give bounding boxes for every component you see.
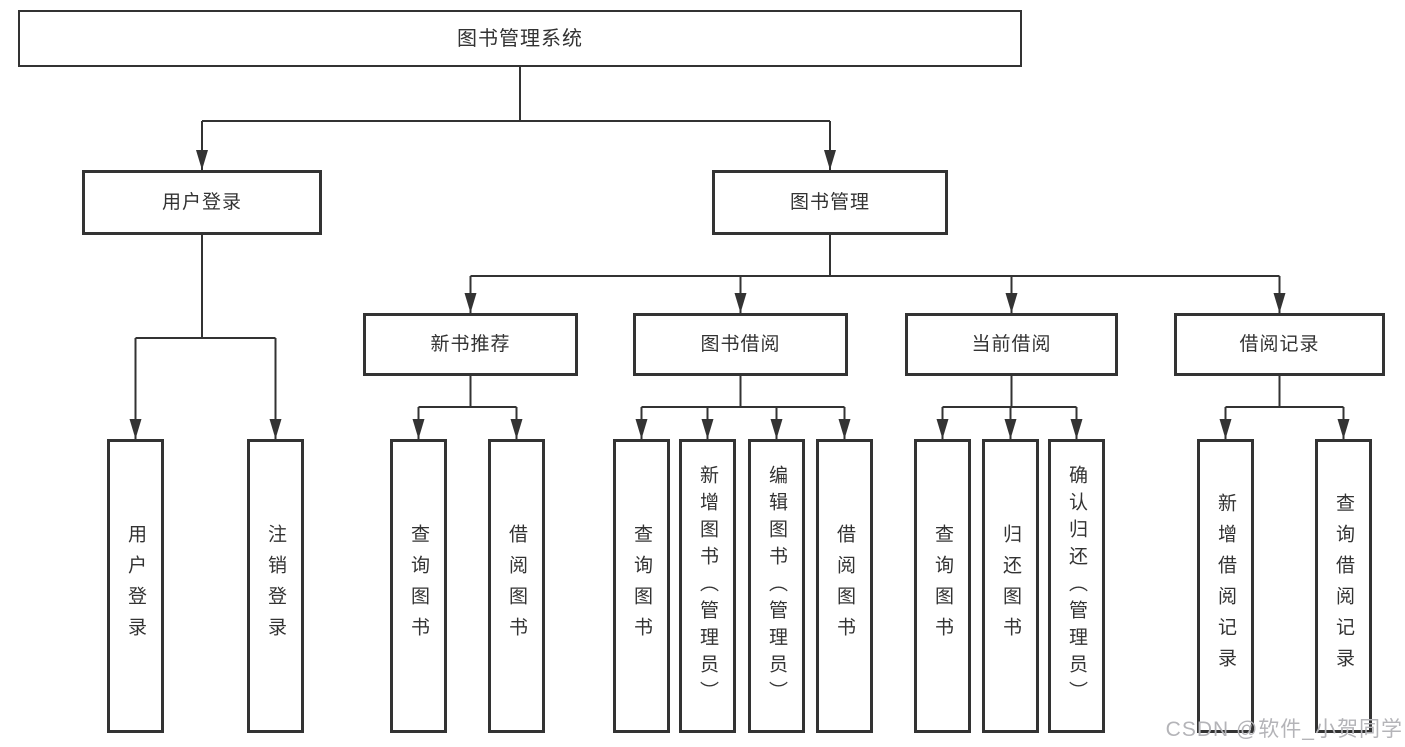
leaf-query-book-recommend: 查询图书 xyxy=(390,439,447,733)
leaf-return-book: 归还图书 xyxy=(982,439,1039,733)
leaf-confirm-return-admin: 确认归还（管理员） xyxy=(1048,439,1105,733)
node-root-library-system: 图书管理系统 xyxy=(18,10,1022,67)
leaf-query-borrow-record: 查询借阅记录 xyxy=(1315,439,1372,733)
leaf-query-book-borrow: 查询图书 xyxy=(613,439,670,733)
leaf-borrow-book: 借阅图书 xyxy=(816,439,873,733)
node-current-borrow: 当前借阅 xyxy=(905,313,1118,376)
node-user-login: 用户登录 xyxy=(82,170,322,235)
leaf-add-borrow-record: 新增借阅记录 xyxy=(1197,439,1254,733)
edges-current-borrow xyxy=(936,376,1083,439)
leaf-query-book-current: 查询图书 xyxy=(914,439,971,733)
node-new-book-recommend: 新书推荐 xyxy=(363,313,578,376)
leaf-edit-book-admin: 编辑图书（管理员） xyxy=(748,439,805,733)
node-book-borrow: 图书借阅 xyxy=(633,313,848,376)
leaf-add-book-admin: 新增图书（管理员） xyxy=(679,439,736,733)
leaf-borrow-book-recommend: 借阅图书 xyxy=(488,439,545,733)
edges-new-book-recommend xyxy=(412,376,523,439)
csdn-watermark: CSDN @软件_小贺同学 xyxy=(1165,718,1403,741)
edges-root xyxy=(196,67,836,170)
edges-book-management xyxy=(464,235,1286,313)
leaf-user-login: 用户登录 xyxy=(107,439,164,733)
node-borrow-records: 借阅记录 xyxy=(1174,313,1385,376)
edges-borrow-records xyxy=(1219,376,1350,439)
edges-book-borrow xyxy=(635,376,851,439)
node-book-management: 图书管理 xyxy=(712,170,948,235)
edges-user-login xyxy=(129,235,282,439)
leaf-logout: 注销登录 xyxy=(247,439,304,733)
